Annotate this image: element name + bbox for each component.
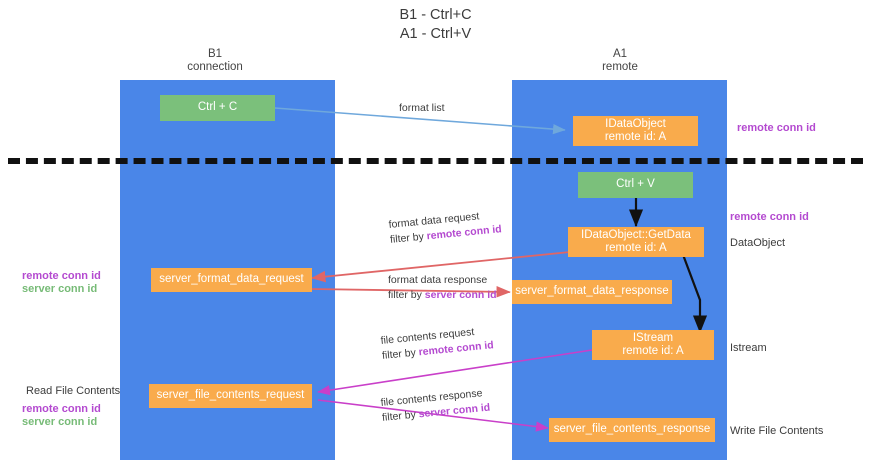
fcresp-prefix: filter by: [381, 408, 420, 424]
title-line-1: B1 - Ctrl+C: [399, 7, 472, 23]
lane-header-a1-role: remote: [602, 60, 638, 73]
node-idataobject-line2: remote id: A: [604, 131, 667, 143]
fdresp-emphasis: server conn id: [424, 289, 497, 301]
node-server-format-data-request-label: server_format_data_request: [159, 273, 304, 286]
node-istream-line1: IStream: [632, 331, 674, 344]
node-ctrl-v-line1: Ctrl + V: [616, 178, 655, 191]
node-ctrl-c[interactable]: Ctrl + C: [160, 95, 275, 121]
node-getdata-line1: IDataObject::GetData: [581, 228, 691, 241]
node-server-format-data-response-label: server_format_data_response: [515, 285, 669, 298]
connector-label-format-data-response-line2: filter by server conn id: [388, 288, 497, 303]
side-label-dataobject: DataObject: [730, 237, 786, 249]
node-istream-line2: remote id: A: [622, 345, 684, 357]
side-label-remote-conn-id-top: remote conn id: [737, 122, 816, 134]
node-idataobject-line1: IDataObject: [605, 117, 666, 130]
connector-label-format-list-line1: format list: [399, 102, 445, 114]
side-label-istream: Istream: [730, 342, 767, 354]
node-getdata[interactable]: IDataObject::GetData remote id: A: [568, 227, 704, 257]
title-line-2: A1 - Ctrl+V: [399, 26, 472, 42]
side-label-left-server-conn-id-2: server conn id: [22, 416, 98, 428]
lane-header-b1: B1 connection: [150, 48, 280, 73]
fdresp-prefix: filter by: [388, 289, 425, 301]
node-idataobject[interactable]: IDataObject remote id: A: [573, 116, 698, 146]
fdreq-prefix: filter by: [389, 230, 428, 246]
side-label-left-remote-conn-id-2: remote conn id: [22, 403, 101, 415]
node-server-file-contents-request[interactable]: server_file_contents_request: [149, 384, 312, 408]
lane-header-b1-name: B1: [207, 48, 223, 60]
side-label-remote-conn-id-mid: remote conn id: [730, 211, 809, 223]
diagram-title: B1 - Ctrl+C A1 - Ctrl+V: [0, 6, 871, 44]
connector-label-format-data-response: format data response filter by server co…: [388, 273, 497, 303]
lane-header-b1-role: connection: [187, 60, 243, 73]
side-label-left-remote-conn-id: remote conn id: [22, 270, 101, 282]
node-ctrl-v[interactable]: Ctrl + V: [578, 172, 693, 198]
phase-divider: [8, 158, 863, 164]
fcreq-prefix: filter by: [381, 346, 420, 362]
node-getdata-line2: remote id: A: [605, 242, 667, 254]
connector-label-format-data-response-line1: format data response: [388, 274, 488, 286]
connector-label-format-list: format list: [399, 101, 445, 116]
node-server-file-contents-response-label: server_file_contents_response: [553, 423, 711, 436]
node-server-format-data-request[interactable]: server_format_data_request: [151, 268, 312, 292]
side-label-write-file-contents: Write File Contents: [730, 425, 824, 437]
node-istream[interactable]: IStream remote id: A: [592, 330, 714, 360]
node-server-file-contents-response[interactable]: server_file_contents_response: [549, 418, 715, 442]
lane-header-a1: A1 remote: [555, 48, 685, 73]
side-label-read-file-contents: Read File Contents: [26, 385, 121, 397]
node-server-file-contents-request-label: server_file_contents_request: [156, 389, 305, 402]
lane-header-a1-name: A1: [612, 48, 628, 60]
node-server-format-data-response[interactable]: server_format_data_response: [512, 280, 672, 304]
node-ctrl-c-line1: Ctrl + C: [197, 101, 238, 114]
side-label-left-server-conn-id: server conn id: [22, 283, 98, 295]
